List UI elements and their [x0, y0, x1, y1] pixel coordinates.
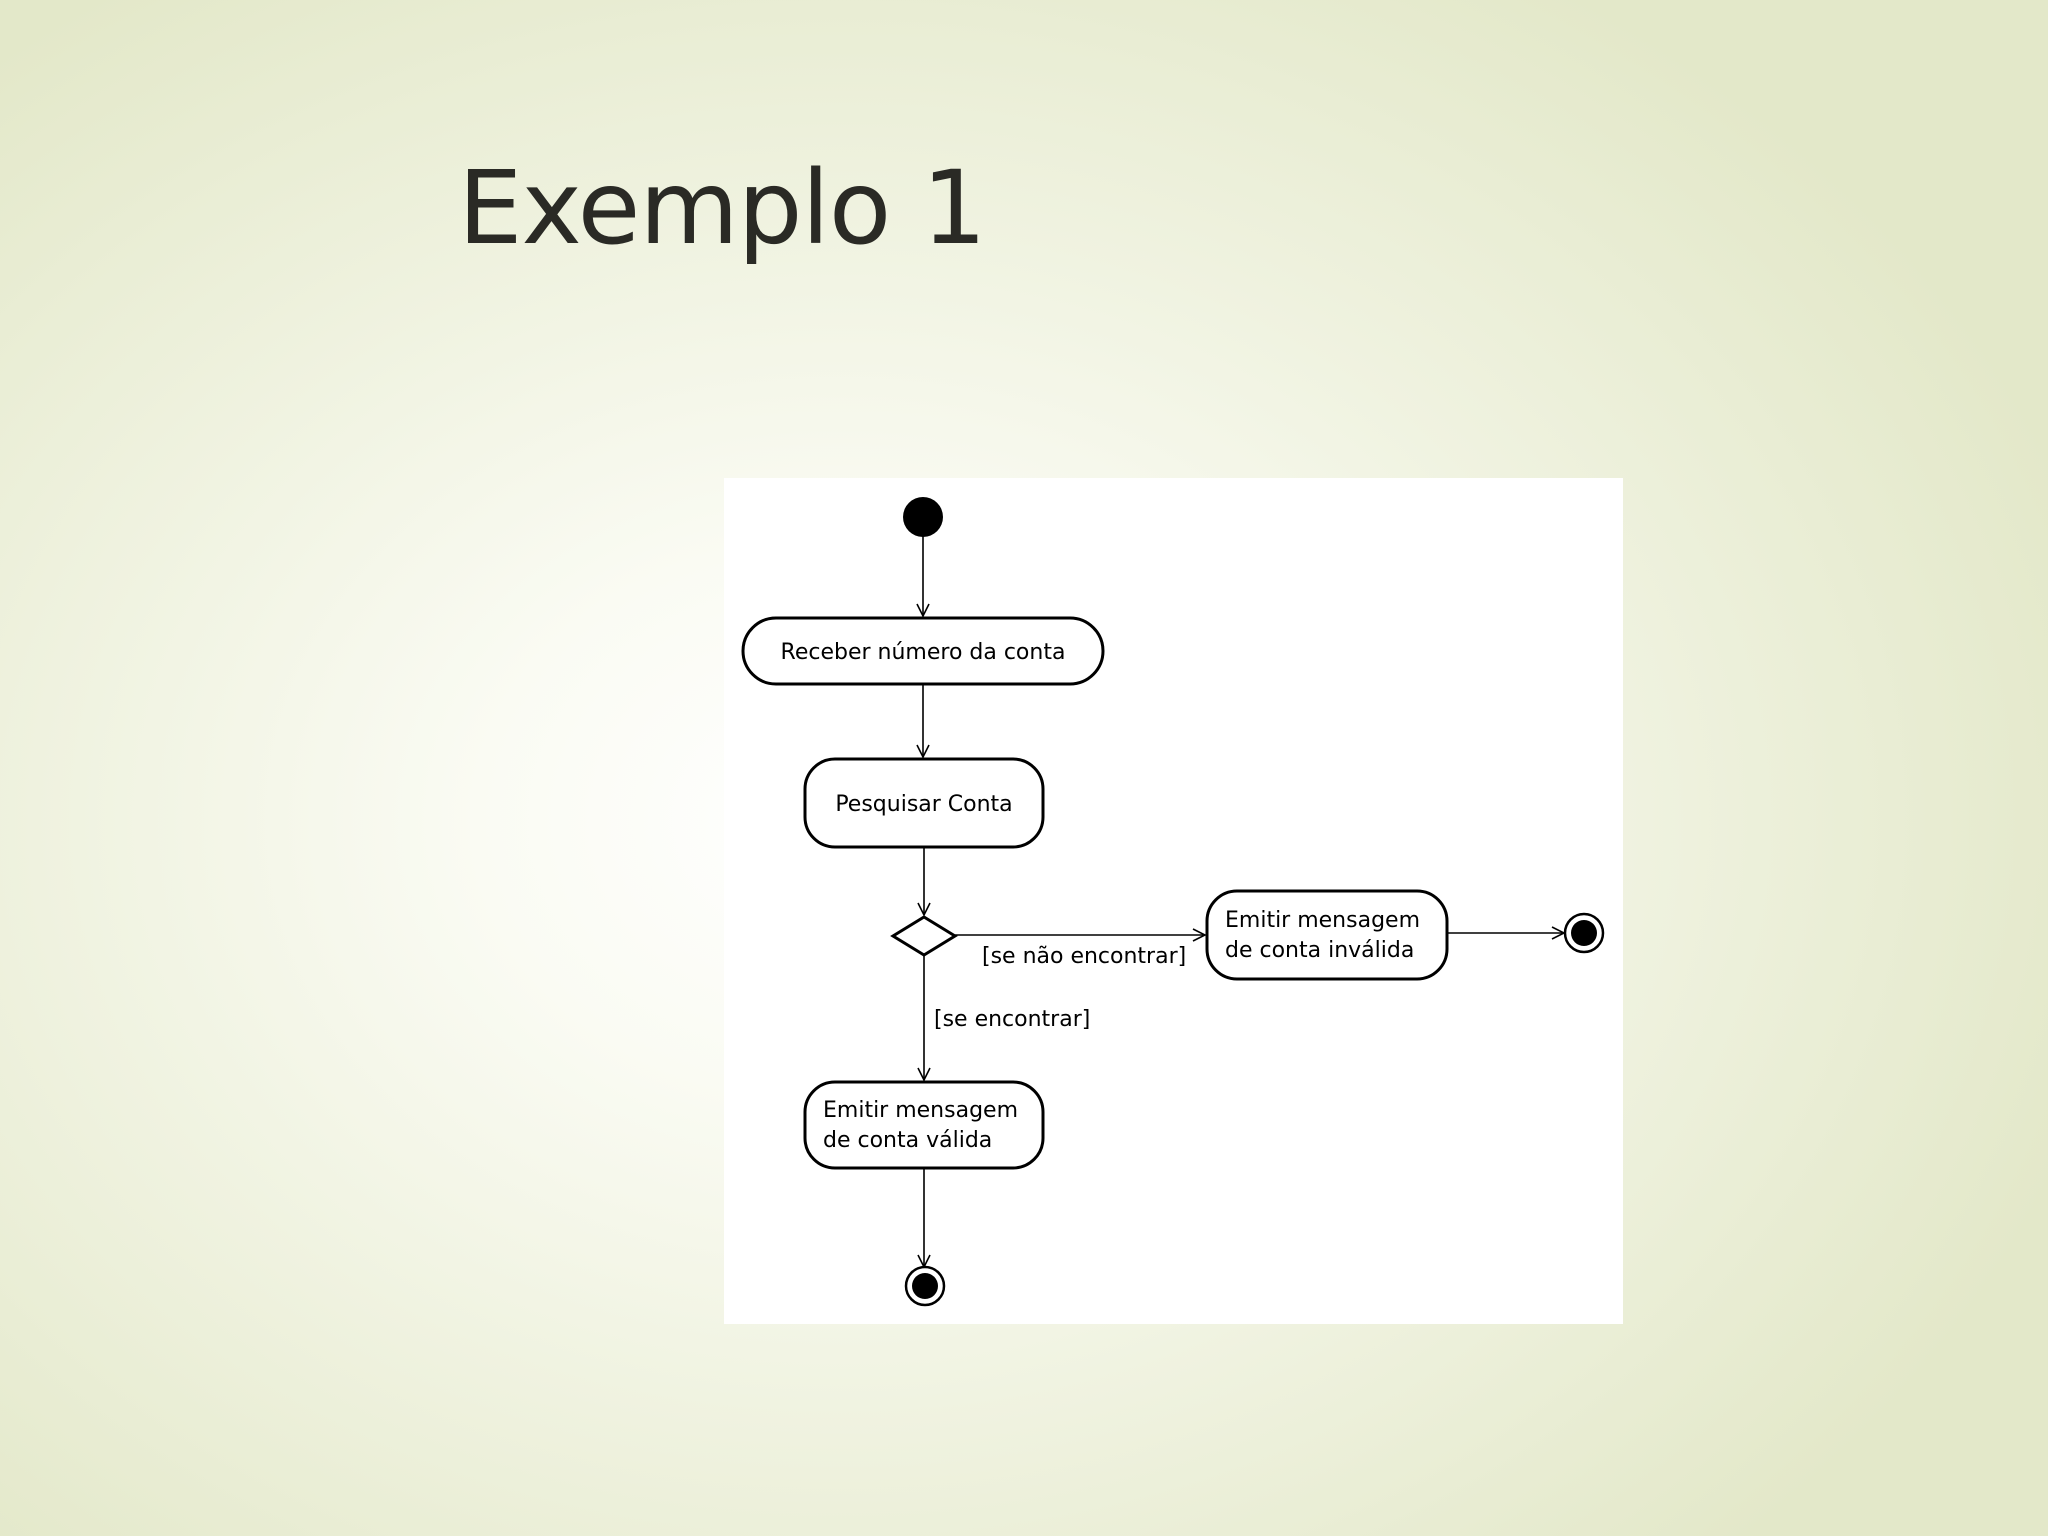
action-pesquisar-conta: Pesquisar Conta	[803, 757, 1045, 849]
final-node-right	[1563, 912, 1605, 954]
activity-diagram: Receber número da conta Pesquisar Conta …	[724, 478, 1623, 1324]
guard-nao-encontrar: [se não encontrar]	[982, 944, 1186, 969]
action-pesquisar-label: Pesquisar Conta	[835, 792, 1012, 817]
initial-node	[903, 497, 943, 537]
activity-diagram-canvas: Receber número da conta Pesquisar Conta …	[741, 497, 1605, 1307]
guard-encontrar: [se encontrar]	[934, 1007, 1090, 1032]
action-valida-line1: Emitir mensagem	[823, 1098, 1018, 1123]
action-valida-line2: de conta válida	[823, 1128, 992, 1153]
action-conta-invalida: Emitir mensagem de conta inválida	[1205, 889, 1449, 981]
action-receber-numero: Receber número da conta	[741, 616, 1105, 686]
action-conta-valida: Emitir mensagem de conta válida	[803, 1080, 1045, 1170]
final-node-bottom	[904, 1265, 946, 1307]
decision-node	[890, 915, 958, 957]
action-receber-label: Receber número da conta	[781, 640, 1066, 665]
action-invalida-line2: de conta inválida	[1225, 938, 1414, 963]
action-invalida-line1: Emitir mensagem	[1225, 908, 1420, 933]
slide-title: Exemplo 1	[458, 149, 987, 268]
